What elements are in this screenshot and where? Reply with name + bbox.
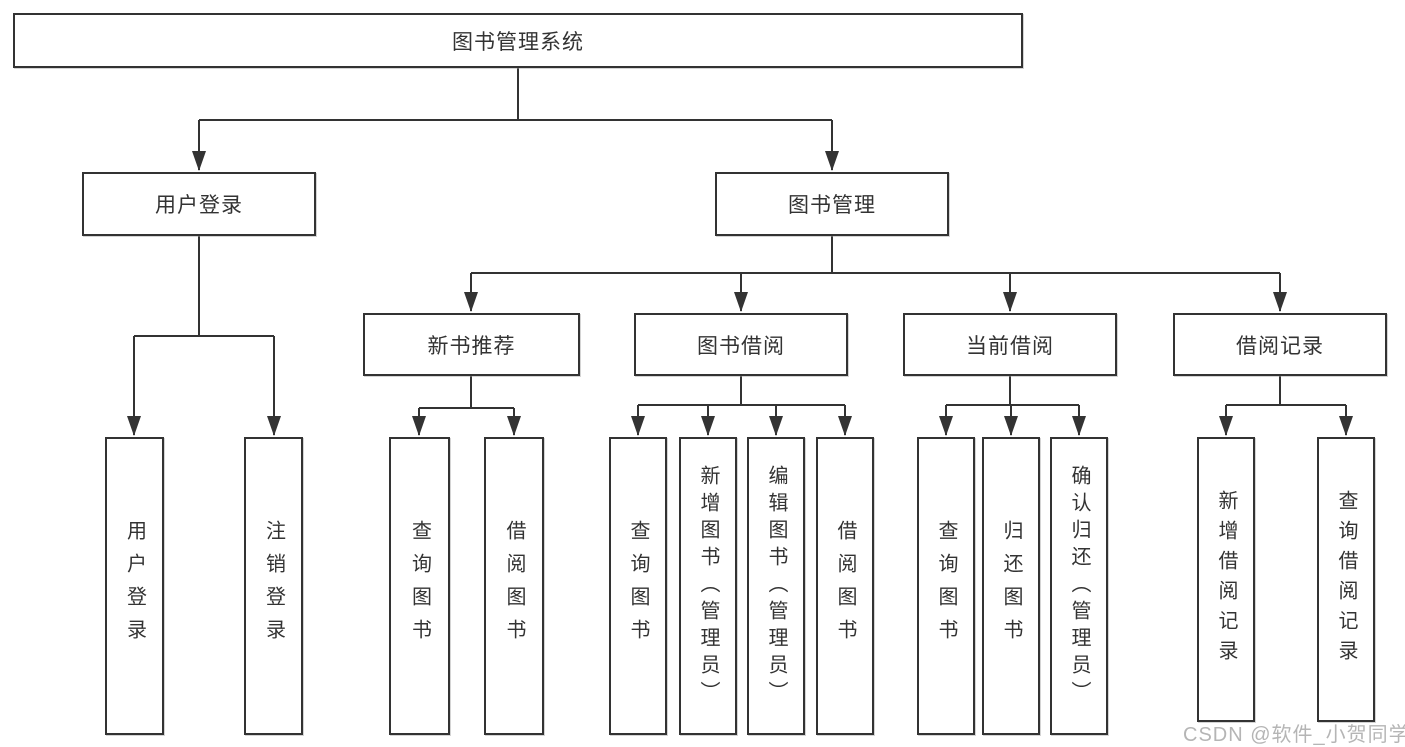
node-user-login-label: 用户登录: [155, 194, 243, 217]
leaf-add-borrow-record-label: 新增借阅记录: [1215, 489, 1237, 670]
node-root: 图书管理系统: [13, 13, 1023, 68]
leaf-confirm-return-admin-label: 确认归还（管理员）: [1068, 464, 1090, 708]
leaf-query-borrow-record-label: 查询借阅记录: [1335, 489, 1357, 670]
node-borrowing-records-label: 借阅记录: [1236, 334, 1324, 358]
leaf-query-borrow-record: 查询借阅记录: [1317, 437, 1375, 722]
leaf-user-login-label: 用户登录: [123, 520, 146, 652]
leaf-current-query-books-label: 查询图书: [935, 520, 957, 652]
leaf-recommend-borrow-books: 借阅图书: [484, 437, 544, 735]
leaf-logout-label: 注销登录: [262, 520, 285, 652]
leaf-recommend-borrow-books-label: 借阅图书: [503, 520, 525, 652]
node-current-borrowing-label: 当前借阅: [966, 334, 1054, 358]
leaf-recommend-query-books: 查询图书: [389, 437, 450, 735]
leaf-add-borrow-record: 新增借阅记录: [1197, 437, 1255, 722]
node-book-management-label: 图书管理: [788, 194, 876, 217]
leaf-user-login: 用户登录: [105, 437, 164, 735]
node-user-login: 用户登录: [82, 172, 316, 236]
node-new-book-recommend: 新书推荐: [363, 313, 580, 376]
node-root-label: 图书管理系统: [452, 30, 584, 54]
leaf-return-books-label: 归还图书: [1000, 520, 1022, 652]
leaf-borrowing-borrow-books: 借阅图书: [816, 437, 874, 735]
leaf-edit-book-admin: 编辑图书（管理员）: [747, 437, 805, 735]
leaf-confirm-return-admin: 确认归还（管理员）: [1050, 437, 1108, 735]
leaf-borrowing-borrow-books-label: 借阅图书: [834, 520, 856, 652]
leaf-add-book-admin: 新增图书（管理员）: [679, 437, 737, 735]
leaf-borrowing-query-books: 查询图书: [609, 437, 667, 735]
watermark: CSDN @软件_小贺同学: [1183, 724, 1405, 746]
leaf-edit-book-admin-label: 编辑图书（管理员）: [765, 464, 787, 708]
leaf-current-query-books: 查询图书: [917, 437, 975, 735]
leaf-return-books: 归还图书: [982, 437, 1040, 735]
node-book-borrowing-label: 图书借阅: [697, 334, 785, 358]
node-new-book-recommend-label: 新书推荐: [427, 334, 516, 358]
leaf-borrowing-query-books-label: 查询图书: [627, 520, 649, 652]
leaf-recommend-query-books-label: 查询图书: [408, 520, 431, 652]
node-book-management: 图书管理: [715, 172, 949, 236]
node-current-borrowing: 当前借阅: [903, 313, 1117, 376]
node-borrowing-records: 借阅记录: [1173, 313, 1387, 376]
leaf-add-book-admin-label: 新增图书（管理员）: [697, 464, 719, 708]
node-book-borrowing: 图书借阅: [634, 313, 848, 376]
leaf-logout: 注销登录: [244, 437, 303, 735]
